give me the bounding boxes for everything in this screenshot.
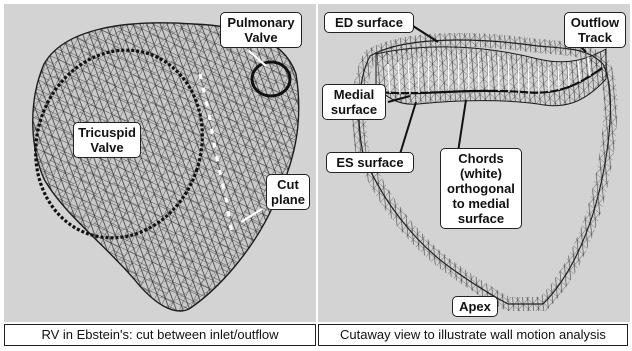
left-caption: RV in Ebstein's: cut between inlet/outfl… bbox=[4, 324, 316, 346]
pulmonary-valve-label: Pulmonary Valve bbox=[220, 12, 302, 48]
cutaway-view-panel: ED surface Outflow Track Medial surface … bbox=[318, 4, 630, 322]
tricuspid-valve-label: Tricuspid Valve bbox=[73, 122, 141, 158]
rv-wireframe-mesh bbox=[4, 4, 316, 322]
es-surface-label: ES surface bbox=[326, 152, 414, 173]
ed-surface-label: ED surface bbox=[324, 12, 414, 33]
right-caption: Cutaway view to illustrate wall motion a… bbox=[318, 324, 628, 346]
apex-label: Apex bbox=[452, 296, 498, 317]
rv-ebstein-panel: Pulmonary Valve Tricuspid Valve Cut plan… bbox=[4, 4, 316, 322]
cut-plane-label: Cut plane bbox=[266, 174, 310, 210]
medial-surface-label: Medial surface bbox=[322, 84, 386, 120]
chords-label: Chords (white) orthogonal to medial surf… bbox=[440, 148, 522, 229]
outflow-track-label: Outflow Track bbox=[564, 12, 626, 48]
